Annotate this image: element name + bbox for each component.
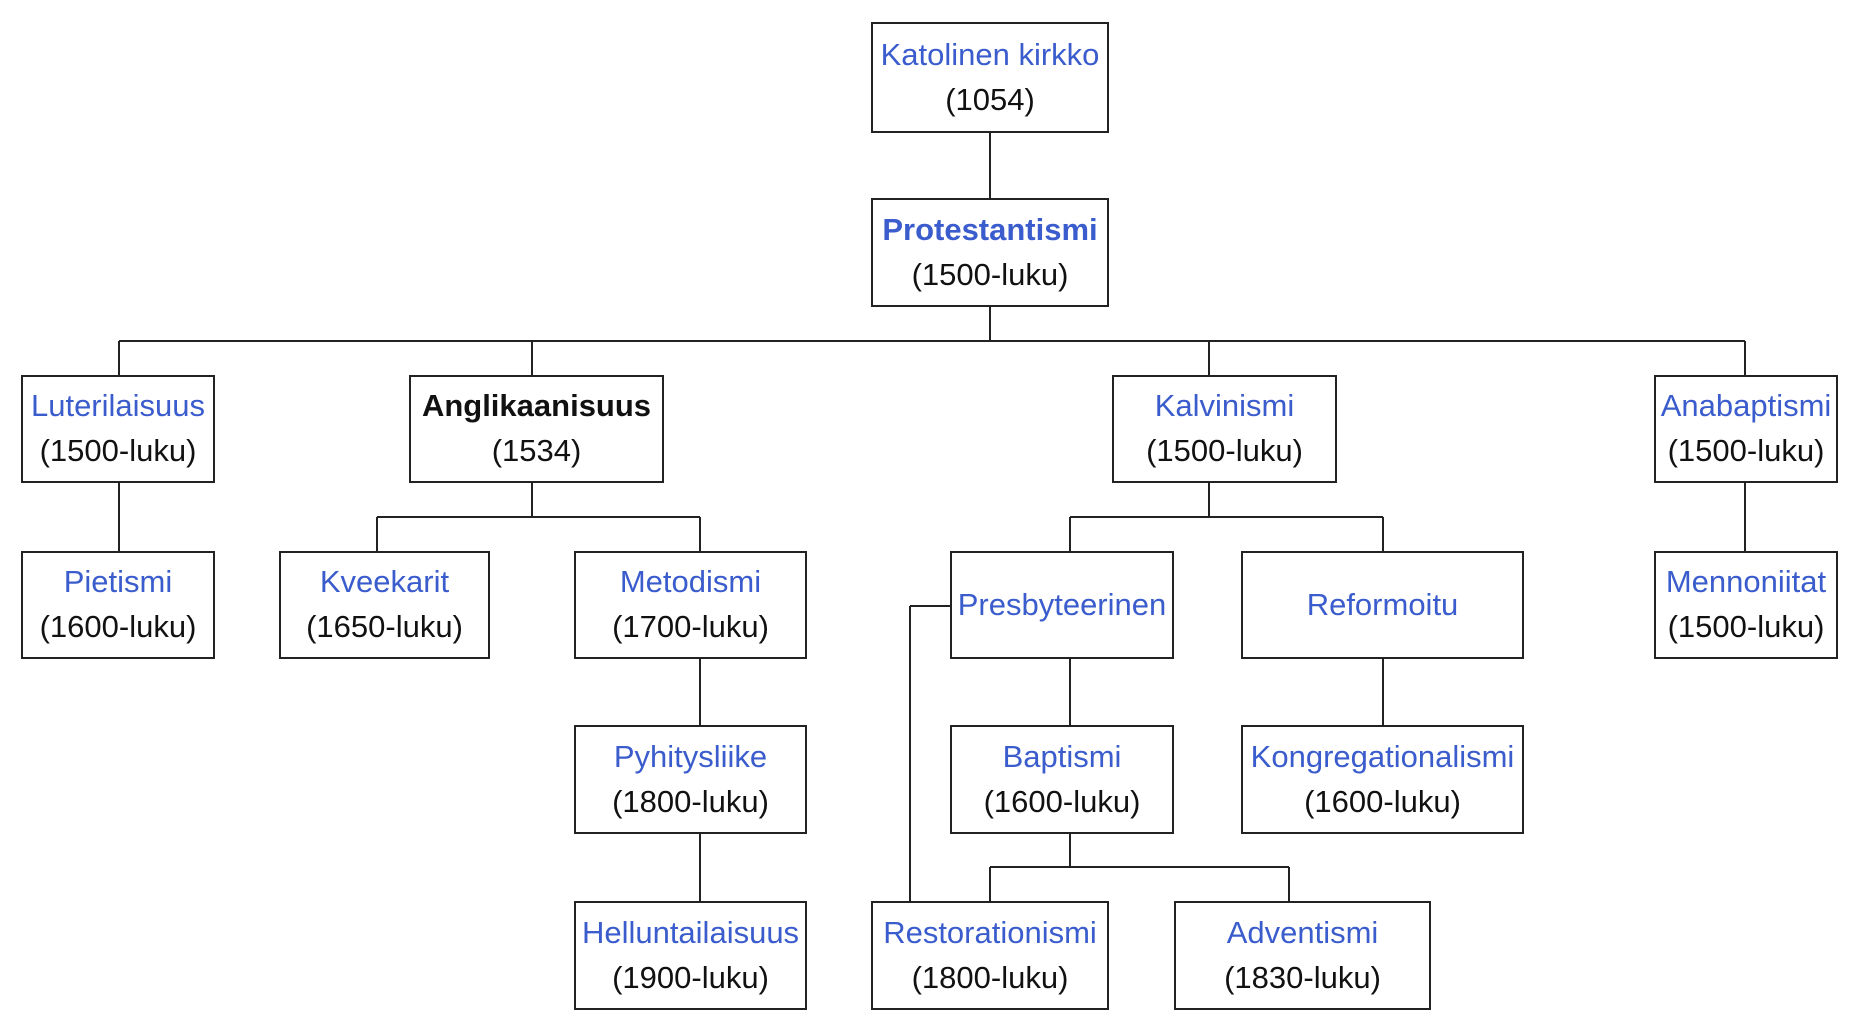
node-kveekarit[interactable]: Kveekarit (1650-luku): [279, 551, 490, 659]
node-label[interactable]: Kalvinismi: [1154, 388, 1295, 423]
node-anglikaanisuus: Anglikaanisuus (1534): [409, 375, 664, 483]
node-year: (1800-luku): [911, 959, 1069, 995]
node-label[interactable]: Restorationismi: [883, 914, 1097, 950]
node-year: (1600-luku): [1304, 783, 1461, 819]
node-label[interactable]: Pyhitysliike: [613, 738, 768, 774]
node-year: (1500-luku): [1146, 433, 1303, 468]
node-year: (1650-luku): [306, 609, 463, 644]
node-metodismi[interactable]: Metodismi (1700-luku): [574, 551, 807, 659]
node-year: (1054): [945, 81, 1035, 117]
node-label[interactable]: Kongregationalismi: [1250, 738, 1515, 774]
node-adventismi[interactable]: Adventismi (1830-luku): [1174, 901, 1431, 1010]
node-luterilaisuus[interactable]: Luterilaisuus (1500-luku): [21, 375, 215, 483]
node-label[interactable]: Protestantismi: [882, 211, 1098, 247]
node-helluntailaisuus[interactable]: Helluntailaisuus (1900-luku): [574, 901, 807, 1010]
node-label[interactable]: Anabaptismi: [1660, 388, 1832, 423]
node-label[interactable]: Reformoitu: [1306, 587, 1459, 622]
node-label[interactable]: Luterilaisuus: [30, 388, 206, 423]
node-label[interactable]: Baptismi: [1002, 738, 1122, 774]
node-label[interactable]: Kveekarit: [319, 564, 450, 599]
node-pietismi[interactable]: Pietismi (1600-luku): [21, 551, 215, 659]
node-presbyteerinen[interactable]: Presbyteerinen: [950, 551, 1174, 659]
node-label[interactable]: Pietismi: [63, 564, 173, 599]
node-restorationismi[interactable]: Restorationismi (1800-luku): [871, 901, 1109, 1010]
node-year: (1900-luku): [612, 959, 769, 995]
node-protestantismi[interactable]: Protestantismi (1500-luku): [871, 198, 1109, 307]
node-year: (1830-luku): [1224, 959, 1381, 995]
node-reformoitu[interactable]: Reformoitu: [1241, 551, 1524, 659]
node-year: (1500-luku): [911, 256, 1069, 292]
node-katolinen-kirkko[interactable]: Katolinen kirkko (1054): [871, 22, 1109, 133]
node-year: (1600-luku): [39, 609, 197, 644]
node-pyhitysliike[interactable]: Pyhitysliike (1800-luku): [574, 725, 807, 834]
node-year: (1700-luku): [612, 609, 769, 644]
node-kalvinismi[interactable]: Kalvinismi (1500-luku): [1112, 375, 1337, 483]
node-label[interactable]: Helluntailaisuus: [581, 914, 800, 950]
node-year: (1600-luku): [983, 783, 1141, 819]
node-label: Anglikaanisuus: [421, 388, 652, 423]
node-mennoniitat[interactable]: Mennoniitat (1500-luku): [1654, 551, 1838, 659]
node-kongregationalismi[interactable]: Kongregationalismi (1600-luku): [1241, 725, 1524, 834]
node-year: (1500-luku): [1667, 609, 1825, 644]
node-label[interactable]: Katolinen kirkko: [880, 36, 1100, 72]
node-year: (1534): [491, 433, 582, 468]
node-year: (1500-luku): [1667, 433, 1825, 468]
node-anabaptismi[interactable]: Anabaptismi (1500-luku): [1654, 375, 1838, 483]
node-year: (1800-luku): [612, 783, 769, 819]
node-year: (1500-luku): [39, 433, 197, 468]
node-baptismi[interactable]: Baptismi (1600-luku): [950, 725, 1174, 834]
node-label[interactable]: Metodismi: [619, 564, 762, 599]
node-label[interactable]: Presbyteerinen: [957, 587, 1167, 622]
node-label[interactable]: Mennoniitat: [1665, 564, 1827, 599]
node-label[interactable]: Adventismi: [1226, 914, 1379, 950]
